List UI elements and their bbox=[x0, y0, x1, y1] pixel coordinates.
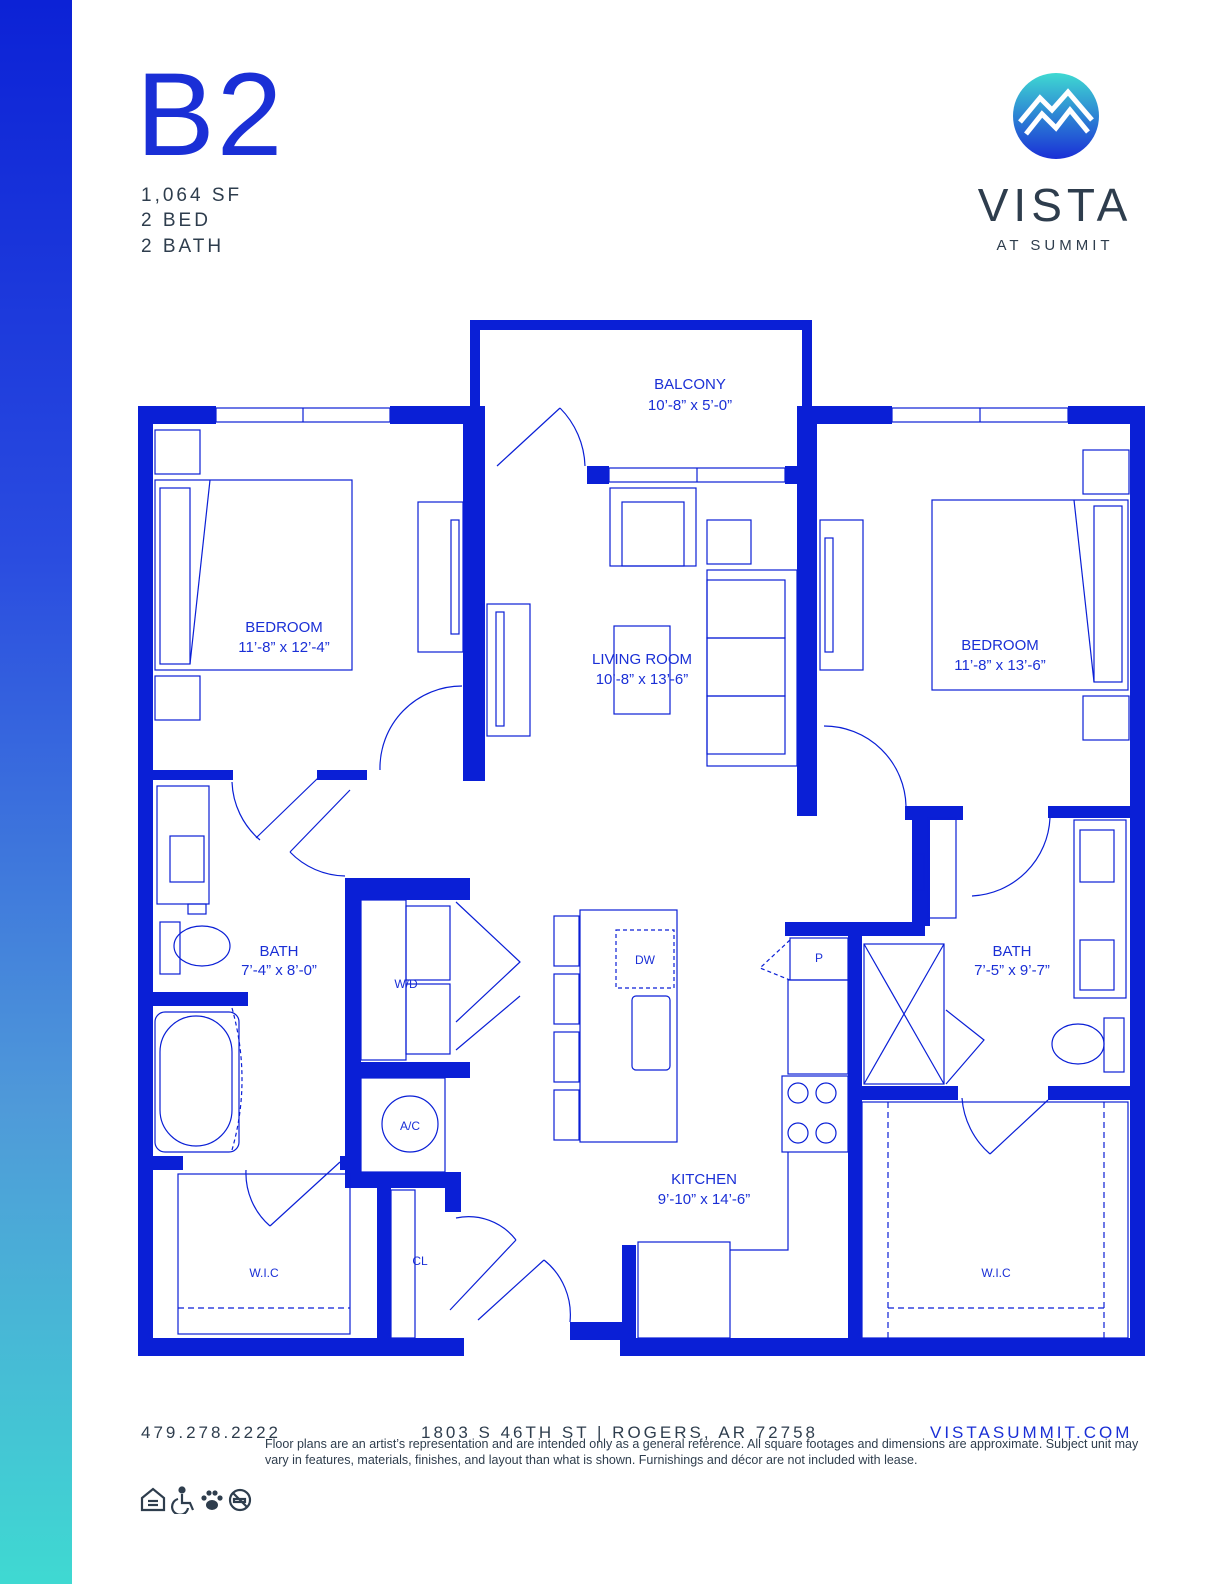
mountain-logo-icon bbox=[1013, 73, 1099, 159]
unit-sqft: 1,064 SF bbox=[141, 185, 243, 206]
kitchen-label: KITCHEN bbox=[671, 1171, 737, 1188]
accessibility-icon bbox=[171, 1486, 195, 1514]
closet-label: CL bbox=[412, 1254, 428, 1268]
brand-tagline: AT SUMMIT bbox=[996, 237, 1114, 254]
dishwasher-label: DW bbox=[635, 953, 656, 967]
brand-name: VISTA bbox=[977, 179, 1133, 231]
ac-label: A/C bbox=[400, 1119, 420, 1133]
bedroom-left-dims: 11’-8” x 12’-4” bbox=[238, 639, 329, 656]
bedroom-right-dims: 11’-8” x 13’-6” bbox=[954, 657, 1045, 674]
fixtures-and-furniture bbox=[154, 429, 1130, 1339]
living-room-label: LIVING ROOM bbox=[592, 651, 692, 668]
wic-right-label: W.I.C bbox=[981, 1266, 1011, 1280]
bath-left-dims: 7’-4” x 8’-0” bbox=[241, 962, 317, 979]
bath-right-dims: 7’-5” x 9’-7” bbox=[974, 962, 1050, 979]
wic-left-label: W.I.C bbox=[249, 1266, 279, 1280]
pantry-label: P bbox=[815, 951, 823, 965]
door-swings bbox=[231, 407, 1051, 1323]
balcony-label: BALCONY bbox=[654, 376, 726, 393]
no-smoking-icon bbox=[228, 1488, 252, 1512]
kitchen-dims: 9’-10” x 14’-6” bbox=[658, 1191, 751, 1208]
bedroom-right-label: BEDROOM bbox=[961, 637, 1039, 654]
gradient-side-bar bbox=[0, 0, 72, 1584]
bath-right-label: BATH bbox=[993, 943, 1032, 960]
pet-friendly-icon bbox=[201, 1490, 223, 1510]
unit-beds: 2 BED bbox=[141, 210, 211, 231]
website-link[interactable]: VISTASUMMIT.COM bbox=[930, 1423, 1133, 1442]
living-room-dims: 10’-8” x 13’-6” bbox=[596, 671, 689, 688]
unit-baths: 2 BATH bbox=[141, 236, 225, 257]
balcony-dims: 10’-8” x 5’-0” bbox=[648, 397, 732, 414]
equal-housing-icon bbox=[140, 1487, 166, 1512]
washer-dryer-label: W/D bbox=[394, 977, 418, 991]
compliance-badges bbox=[140, 1486, 252, 1514]
contact-phone[interactable]: 479.278.2222 bbox=[141, 1423, 281, 1442]
windows bbox=[215, 407, 1069, 483]
bath-left-label: BATH bbox=[260, 943, 299, 960]
legal-disclaimer: Floor plans are an artist’s representati… bbox=[265, 1437, 1139, 1467]
walls bbox=[138, 320, 1145, 1356]
bedroom-left-label: BEDROOM bbox=[245, 619, 323, 636]
property-address: 1803 S 46TH ST | ROGERS, AR 72758 bbox=[421, 1423, 818, 1442]
unit-title: B2 bbox=[136, 49, 285, 181]
